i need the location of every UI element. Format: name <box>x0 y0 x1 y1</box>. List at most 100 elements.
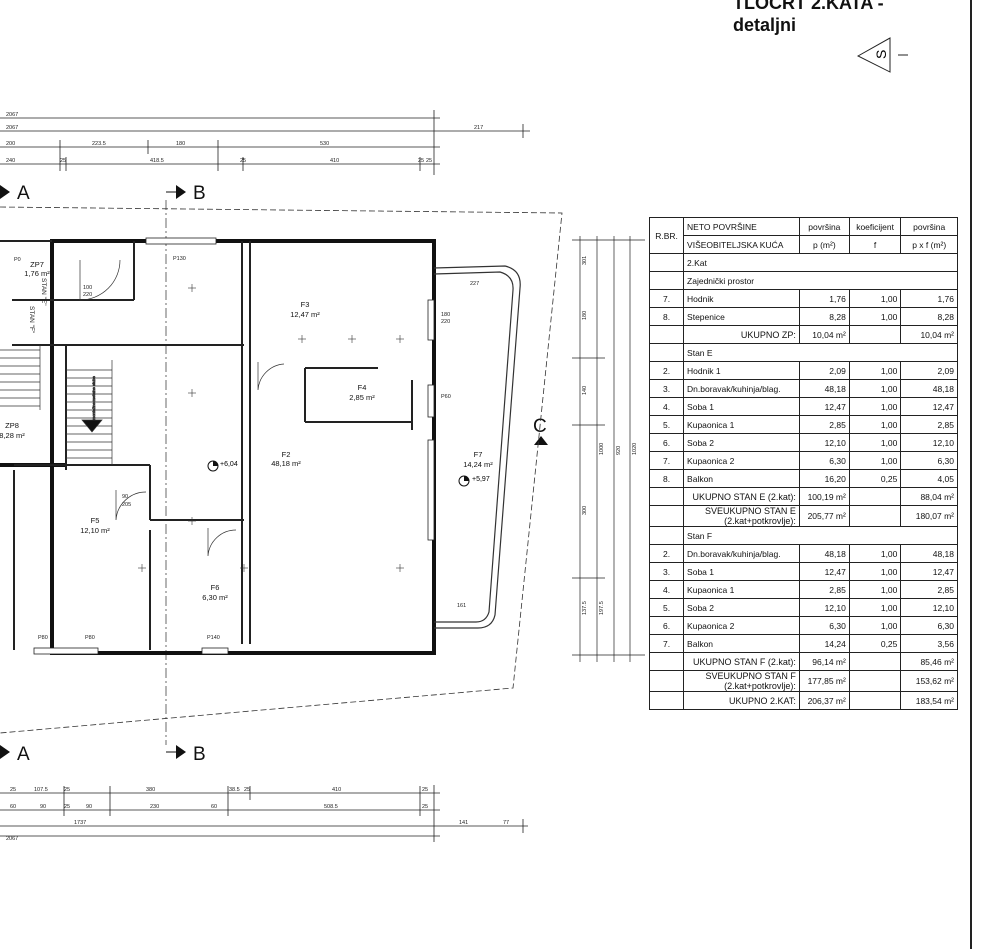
north-symbol-label: S <box>873 50 889 59</box>
row-pf: 2,85 <box>900 580 958 599</box>
row-p: 12,47 <box>798 397 850 416</box>
stair-label: montažne metalne stube <box>91 375 96 420</box>
row-pf: 8,28 <box>900 307 958 326</box>
row-f: 1,00 <box>848 397 902 416</box>
row-f: 1,00 <box>848 289 902 308</box>
windows <box>33 237 435 655</box>
total-zp-p: 10,04 m² <box>798 325 850 344</box>
annot-w100: 100 <box>83 285 92 291</box>
row-num: 6. <box>648 433 685 452</box>
dim-bottom-2: 25 <box>64 787 70 793</box>
dim-bottom-18: 141 <box>459 820 468 826</box>
room-zp8-id: ZP8 <box>5 421 19 430</box>
room-f2-id: F2 <box>282 450 291 459</box>
total-e-pf: 88,04 m² <box>900 487 958 506</box>
section-b-top: B <box>193 183 206 204</box>
top-dimensions <box>0 110 530 175</box>
room-f6-area: 6,30 m² <box>202 593 228 602</box>
annot-p60: P60 <box>441 394 451 400</box>
row-p: 8,28 <box>798 307 850 326</box>
row-name: Soba 2 <box>683 433 800 452</box>
bottom-dimensions <box>0 785 528 842</box>
doors <box>79 259 285 557</box>
row-p: 1,76 <box>798 289 850 308</box>
top-dimension-labels: 2067 2067 200 223.5 180 530 217 240 25 4… <box>6 112 483 164</box>
room-zp7-area: 1,76 m² <box>24 269 50 278</box>
total-f-p: 96,14 m² <box>798 652 850 671</box>
row-f: 1,00 <box>848 580 902 599</box>
dim-right-4: 180 <box>582 311 588 320</box>
dim-bottom-1: 107.5 <box>34 787 48 793</box>
grand-f-row: SVEUKUPNO STAN F (2.kat+potkrovlje): 177… <box>648 670 958 692</box>
row-pf: 48,18 <box>900 379 958 398</box>
row-pf: 2,85 <box>900 415 958 434</box>
row-name: Hodnik <box>683 289 800 308</box>
row-num: 7. <box>648 289 685 308</box>
dim-bottom-13: 60 <box>211 804 217 810</box>
dim-top-3: 223.5 <box>92 141 106 147</box>
dim-bottom-10: 25 <box>64 804 70 810</box>
dim-bottom-4: 38.5 <box>229 787 240 793</box>
row-name: Kupaonica 2 <box>683 616 800 635</box>
row-pf: 48,18 <box>900 544 958 563</box>
group-e-row: Stan E <box>648 343 958 362</box>
row-name: Soba 2 <box>683 598 800 617</box>
annot-w180: 180 <box>441 312 450 318</box>
row-pf: 2,09 <box>900 361 958 380</box>
room-f5-area: 12,10 m² <box>80 526 110 535</box>
dim-top-8: 25 <box>60 158 66 164</box>
row-num: 4. <box>648 397 685 416</box>
row-p: 48,18 <box>798 544 850 563</box>
header-rbr: R.BR. <box>648 217 685 254</box>
drawing-title-line2: detaljni <box>733 15 797 35</box>
grand-total-pf: 183,54 m² <box>900 691 958 710</box>
row-name: Kupaonica 1 <box>683 415 800 434</box>
grand-e-pf: 180,07 m² <box>900 505 958 527</box>
row-p: 14,24 <box>798 634 850 653</box>
header-p: p (m²) <box>798 235 850 254</box>
bottom-dimension-labels: 25 107.5 25 380 38.5 25 410 25 60 90 25 … <box>6 787 509 842</box>
table-header-row-1: R.BR. NETO POVRŠINE površina koeficijent… <box>648 217 958 254</box>
group-f-name: Stan F <box>683 526 958 545</box>
row-num: 8. <box>648 307 685 326</box>
row-num: 5. <box>648 415 685 434</box>
row-name: Stepenice <box>683 307 800 326</box>
row-pf: 6,30 <box>900 451 958 470</box>
row-pf: 12,10 <box>900 598 958 617</box>
right-dimensions <box>572 236 645 662</box>
dim-bottom-19: 77 <box>503 820 509 826</box>
dim-right-1: 920 <box>616 446 622 455</box>
section-a-top: A <box>17 183 30 204</box>
grand-e-row: SVEUKUPNO STAN E (2.kat+potkrovlje): 205… <box>648 505 958 527</box>
row-num: 2. <box>648 544 685 563</box>
row-num: 7. <box>648 451 685 470</box>
row-pf: 3,56 <box>900 634 958 653</box>
header-povrsina2: površina <box>900 217 958 236</box>
row-pf: 12,47 <box>900 562 958 581</box>
row-num: 5. <box>648 598 685 617</box>
dim-bottom-8: 60 <box>10 804 16 810</box>
total-e-p: 100,19 m² <box>798 487 850 506</box>
room-f3-id: F3 <box>301 300 310 309</box>
dim-bottom-7: 25 <box>422 787 428 793</box>
grand-total-p: 206,37 m² <box>798 691 850 710</box>
dim-top-11: 410 <box>330 158 339 164</box>
right-dimension-labels: 1020 920 1000 301 180 140 300 137.5 197.… <box>582 256 638 615</box>
annot-p130: P130 <box>173 256 186 262</box>
section-a-bottom: A <box>17 744 30 765</box>
header-povrsina: površina <box>798 217 850 236</box>
row-num: 7. <box>648 634 685 653</box>
total-e-label: UKUPNO STAN E (2.kat): <box>683 487 800 506</box>
table-row: 8. Stepenice 8,28 1,00 8,28 <box>648 307 958 326</box>
dim-bottom-12: 230 <box>150 804 159 810</box>
interior-walls <box>0 240 413 650</box>
row-p: 16,20 <box>798 469 850 488</box>
room-f6-id: F6 <box>211 583 220 592</box>
floor-label: 2.Kat <box>683 253 958 272</box>
annot-h220-2: 220 <box>441 319 450 325</box>
